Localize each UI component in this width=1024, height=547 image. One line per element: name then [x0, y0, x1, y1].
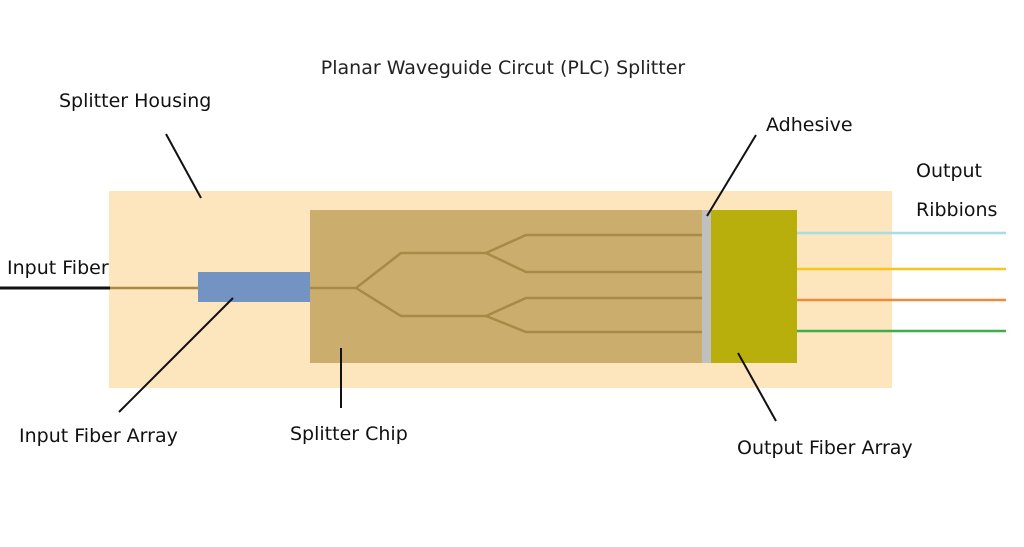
- label-input-fiber: Input Fiber: [7, 257, 109, 279]
- waveguide-tree: [310, 233, 702, 334]
- label-output-ribbons-line1: Output: [916, 160, 982, 182]
- leader-lines: [118, 133, 777, 422]
- waveguide-output-1: [485, 233, 702, 255]
- waveguide-output-3: [485, 296, 702, 318]
- waveguide-branch-lower: [355, 286, 486, 318]
- input-fiber-array: [198, 272, 310, 302]
- leader-input-fiber-array: [118, 297, 234, 413]
- adhesive-layer: [702, 210, 711, 363]
- label-output-ribbons-line2: Ribbions: [916, 199, 997, 221]
- waveguide-output-4: [485, 314, 702, 334]
- leader-output-fiber-array: [737, 352, 777, 422]
- label-output-fiber-array: Output Fiber Array: [737, 437, 913, 459]
- label-splitter-chip: Splitter Chip: [290, 423, 408, 445]
- label-input-fiber-array: Input Fiber Array: [19, 425, 178, 447]
- diagram-title: Planar Waveguide Circut (PLC) Splitter: [321, 57, 686, 79]
- leader-housing: [165, 133, 202, 199]
- output-fiber-array: [711, 210, 797, 363]
- waveguide-output-2: [485, 251, 702, 274]
- splitter-chip: [310, 210, 702, 363]
- waveguide-branch-upper: [355, 251, 486, 289]
- output-ribbons: [797, 231, 1006, 333]
- leader-adhesive: [706, 134, 757, 217]
- label-splitter-housing: Splitter Housing: [59, 90, 211, 112]
- label-adhesive: Adhesive: [766, 114, 853, 136]
